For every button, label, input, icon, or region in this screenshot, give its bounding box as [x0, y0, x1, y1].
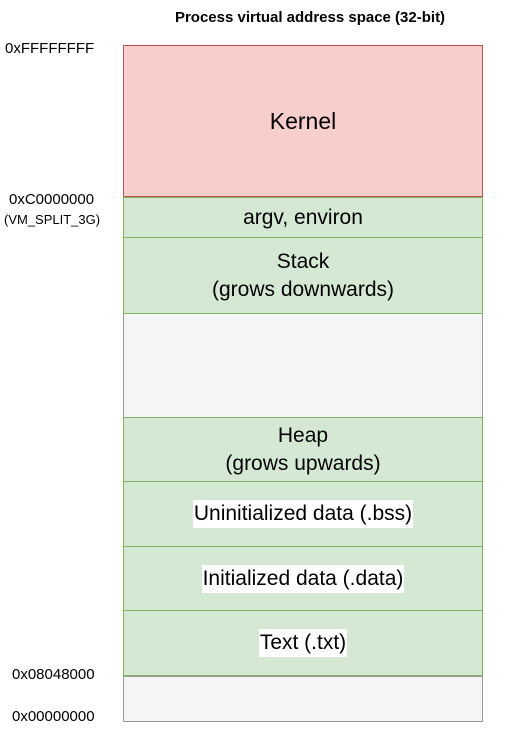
- text-label: Text (.txt): [258, 629, 348, 657]
- address-text-start-label: 0x08048000: [12, 666, 95, 683]
- address-top-label: 0xFFFFFFFF: [5, 40, 95, 57]
- stack-segment: Stack (grows downwards): [123, 237, 483, 314]
- heap-label: Heap: [277, 423, 329, 447]
- text-segment: Text (.txt): [123, 610, 483, 676]
- diagram-title: Process virtual address space (32-bit): [174, 9, 446, 26]
- heap-direction-label: (grows upwards): [225, 451, 381, 475]
- unmapped-low-region: [123, 676, 483, 722]
- address-bottom-label: 0x00000000: [12, 708, 95, 725]
- bss-segment: Uninitialized data (.bss): [123, 481, 483, 547]
- address-kernel-split-note: (VM_SPLIT_3G): [4, 212, 101, 227]
- stack-direction-label: (grows downwards): [211, 277, 395, 301]
- stack-label: Stack: [276, 249, 330, 273]
- bss-label: Uninitialized data (.bss): [192, 500, 414, 528]
- argv-environ-segment: argv, environ: [123, 197, 483, 238]
- data-segment: Initialized data (.data): [123, 546, 483, 611]
- argv-environ-label: argv, environ: [243, 205, 363, 229]
- data-label: Initialized data (.data): [201, 564, 405, 593]
- heap-segment: Heap (grows upwards): [123, 417, 483, 482]
- address-kernel-split-label: 0xC0000000: [9, 191, 95, 208]
- kernel-segment: Kernel: [123, 45, 483, 197]
- kernel-segment-label: Kernel: [269, 108, 337, 134]
